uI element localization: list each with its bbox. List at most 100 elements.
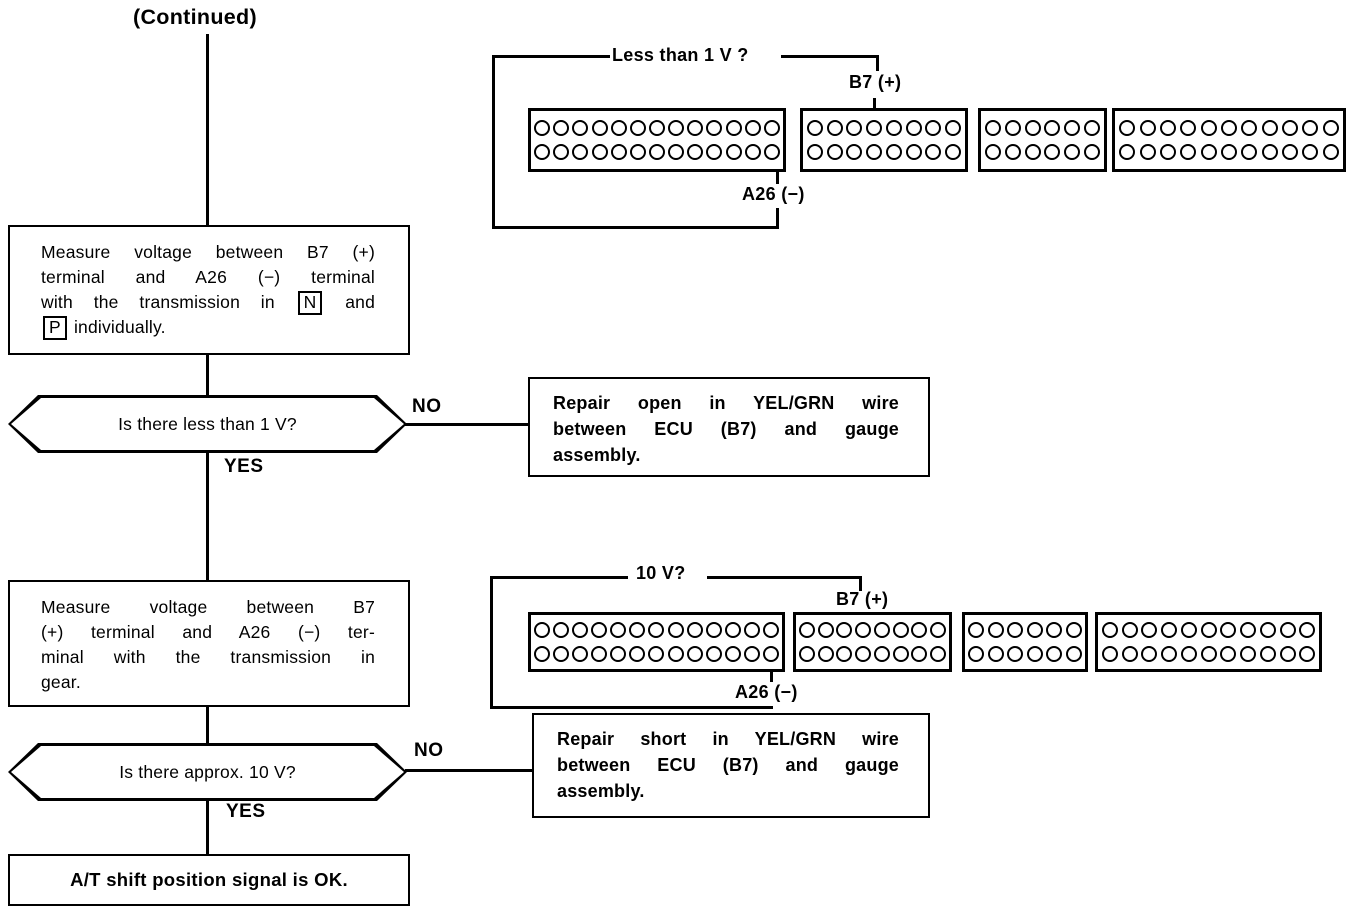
connector-pin [1004,144,1021,161]
connector-pin [1046,645,1063,662]
connector-pin [1161,645,1177,662]
connector-pin [798,622,815,639]
process-text-line: minal with the transmission in [41,647,375,667]
connector-pin [905,119,922,136]
connector-pin [1139,144,1156,161]
connector-pin [553,119,570,136]
connector-pin [1141,645,1158,662]
connector-pin [911,645,928,662]
connector-pin [1084,119,1101,136]
connector-pin [987,645,1004,662]
connector-pin [572,144,589,161]
connector-pin [534,622,551,639]
gear-position-p-box: P [43,316,67,340]
connector-pin [1139,119,1156,136]
connector-pin [668,144,685,161]
connector-pin [1240,622,1256,639]
connector-pin [534,144,551,161]
connector-pin [1299,645,1316,662]
connector-pin [629,622,646,639]
bracket-line [490,576,628,579]
connector-pin [1119,144,1136,161]
connector-pin [1261,119,1278,136]
connector-pin [1044,119,1061,136]
connector-pin [667,645,684,662]
process-text-line: with the transmission in N and [41,290,375,315]
connector-pin [553,144,570,161]
connector-pin [1302,144,1319,161]
connector-pin [1101,622,1118,639]
process-text-line: Measure voltage between B7 (+) [41,242,375,262]
connector-pin [572,119,589,136]
bracket-line [859,576,862,591]
connector-pin [1302,119,1319,136]
pin-row [531,144,783,161]
connector-pin [763,119,780,136]
ecu-connector-c [962,612,1088,672]
pin-row [981,144,1104,161]
bracket-line [492,55,495,229]
connector-pin [968,622,985,639]
repair-text-line: between ECU (B7) and gauge [557,755,899,775]
connector-pin [968,645,985,662]
pin-row [531,622,782,639]
probe-lead-line [776,208,779,229]
connector-pin [1261,144,1278,161]
gear-position-n-box: N [297,291,323,315]
flow-line [206,705,209,745]
pin-row [1115,119,1343,136]
bracket-line [781,55,879,58]
connector-pin [629,144,646,161]
connector-pin [1200,645,1217,662]
process-text-segment: individually. [73,317,166,337]
connector-pin [1180,645,1197,662]
pin-row [965,622,1085,639]
connector-pin [905,144,922,161]
connector-pin [687,119,704,136]
connector-pin [1046,622,1063,639]
terminal-box-signal-ok: A/T shift position signal is OK. [8,854,410,906]
repair-text-line: Repair short in YEL/GRN wire [557,729,899,749]
pin-row [803,119,965,136]
connector-pin [1259,622,1276,639]
connector-pin [1161,622,1177,639]
process-box-measure-np: Measure voltage between B7 (+) terminal … [8,225,410,355]
connector-pin [925,119,942,136]
connector-pin [1024,144,1041,161]
connector-pin [610,144,627,161]
connector-pin [591,645,608,662]
connector-pin [817,645,834,662]
connector-pin [987,622,1004,639]
connector-pin [763,144,780,161]
repair-box-open-wire: Repair open in YEL/GRN wire between ECU … [528,377,930,477]
connector-pin [873,622,890,639]
process-text-line: terminal and A26 (−) terminal [41,267,375,287]
connector-pin [984,119,1001,136]
bracket-line [492,226,779,229]
connector-pin [668,119,685,136]
connector-pin [925,144,942,161]
connector-pin [553,645,570,662]
connector-pin [610,622,627,639]
ecu-connector-a [528,108,786,172]
connector-pin [866,119,883,136]
connector-pin [892,622,909,639]
connector-pin [1065,622,1082,639]
connector-pin [591,119,608,136]
bracket-line [876,55,879,71]
connector-pin [725,144,742,161]
voltage-question-label: Less than 1 V ? [612,45,749,65]
no-branch-label: NO [412,396,442,417]
connector-pin [1220,622,1237,639]
a26-terminal-label: A26 (−) [742,184,805,204]
pin-row [796,645,949,662]
pin-row [1098,622,1319,639]
connector-pin [885,119,902,136]
connector-pin [1281,144,1298,161]
connector-pin [984,144,1001,161]
connector-pin [1220,119,1237,136]
repair-text-line: Repair open in YEL/GRN wire [553,393,899,413]
ecu-connector-a [528,612,785,672]
connector-pin [826,144,843,161]
flow-line [206,355,209,397]
